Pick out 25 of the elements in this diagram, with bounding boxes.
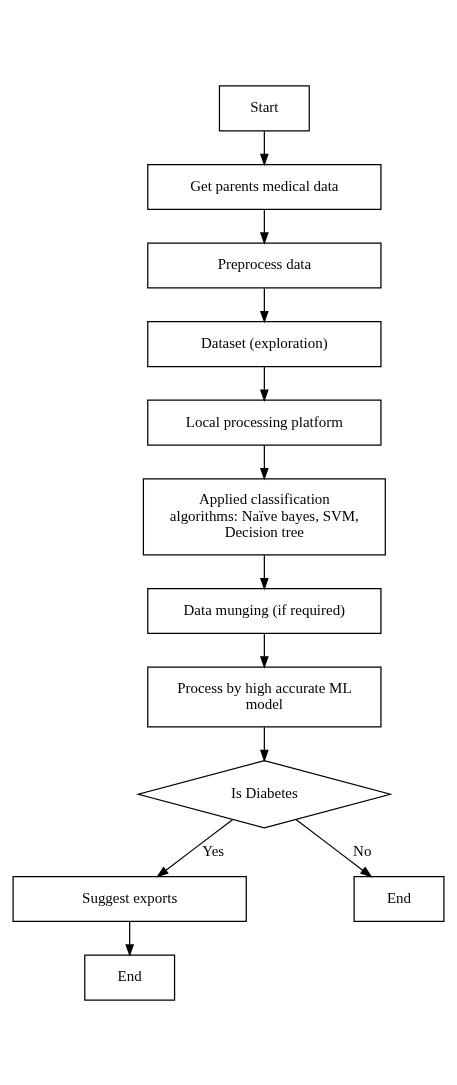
- arrow: [259, 444, 269, 480]
- arrow: [156, 818, 234, 878]
- arrow: [259, 365, 269, 402]
- arrow: [259, 208, 269, 245]
- arrow: [259, 130, 269, 166]
- arrow: [295, 818, 373, 878]
- node-box: Get parents medical data: [147, 163, 382, 210]
- arrow: [259, 554, 269, 590]
- arrow: [125, 920, 135, 957]
- arrow: [259, 632, 269, 669]
- node-box: Data munging (if required): [147, 587, 382, 634]
- arrow: [259, 726, 269, 762]
- node-box: Start: [218, 84, 310, 131]
- node-box: Process by high accurate ML model: [147, 665, 382, 728]
- node-box: End: [84, 954, 176, 1001]
- node-box: Applied classification algorithms: Naïve bayes, SVM, Decision tree: [142, 477, 386, 555]
- node-box: End: [353, 875, 445, 922]
- arrow: [259, 287, 269, 323]
- node-box: Preprocess data: [147, 242, 382, 289]
- node-box: Local processing platform: [147, 399, 382, 446]
- edge-label: No: [353, 842, 372, 859]
- node-box: Dataset (exploration): [147, 320, 382, 367]
- node-box: Suggest exports: [12, 875, 247, 922]
- node-diamond: Is Diabetes: [136, 759, 393, 829]
- edge-label: Yes: [202, 842, 225, 859]
